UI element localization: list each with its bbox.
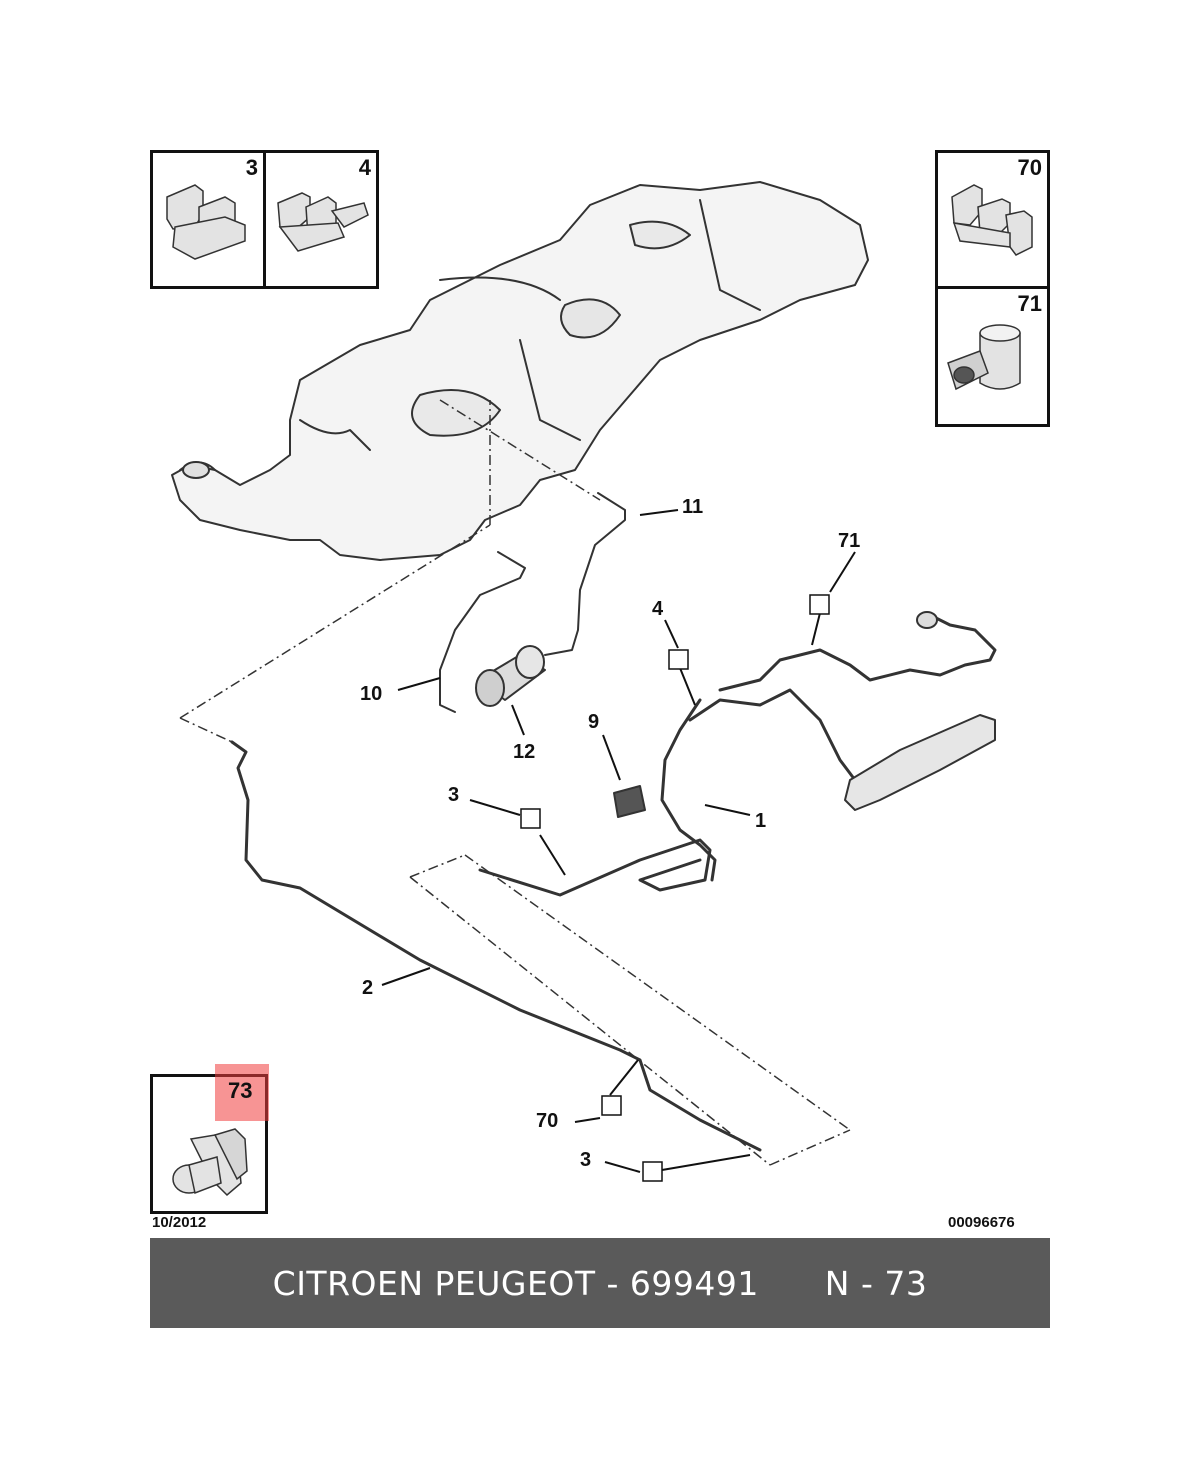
highlight-box [215, 1064, 269, 1121]
inset-clip-4: 4 [263, 150, 379, 289]
callout-3-lower: 3 [580, 1149, 592, 1171]
inset-number: 3 [245, 155, 258, 180]
inset-number: 70 [1017, 155, 1042, 180]
clip-icon [951, 184, 1033, 256]
inset-number-highlighted: 73 [228, 1078, 253, 1103]
pipe-2 [230, 740, 762, 1152]
callout-10: 10 [360, 683, 383, 705]
pipe-10 [439, 551, 526, 713]
inset-clip-3: 3 [150, 150, 266, 289]
callout-11: 11 [682, 496, 704, 518]
clip-icon [277, 192, 369, 252]
inset-number: 4 [358, 155, 371, 180]
pipe-3 [478, 838, 712, 897]
callout-71: 71 [838, 530, 861, 552]
part-banner-text: CITROEN PEUGEOT - 699491 N - 73 [272, 1263, 928, 1303]
callout-2: 2 [362, 977, 374, 999]
clip-icon [172, 1128, 248, 1197]
pipe-1 [660, 698, 717, 882]
clip-icon [947, 324, 1021, 391]
callout-1: 1 [755, 810, 767, 832]
inset-clip-71: 71 [935, 286, 1050, 427]
callout-70: 70 [536, 1110, 559, 1132]
pipe-71 [718, 613, 997, 692]
fuel-rail [844, 714, 996, 811]
fuel-tank [171, 181, 869, 561]
callout-12: 12 [513, 741, 536, 763]
callout-9: 9 [588, 711, 600, 733]
clip-icon [166, 184, 246, 260]
drawing-number: 00096676 [948, 1214, 1015, 1231]
inset-number: 71 [1017, 291, 1042, 316]
callout-3-upper: 3 [448, 784, 460, 806]
pipe-4 [688, 688, 857, 782]
pipe-11 [544, 492, 626, 656]
damper-pad [613, 785, 646, 818]
part-banner: CITROEN PEUGEOT - 699491 N - 73 [150, 1238, 1050, 1328]
inset-clip-70: 70 [935, 150, 1050, 289]
date-code: 10/2012 [152, 1214, 207, 1231]
callout-4: 4 [652, 598, 664, 620]
